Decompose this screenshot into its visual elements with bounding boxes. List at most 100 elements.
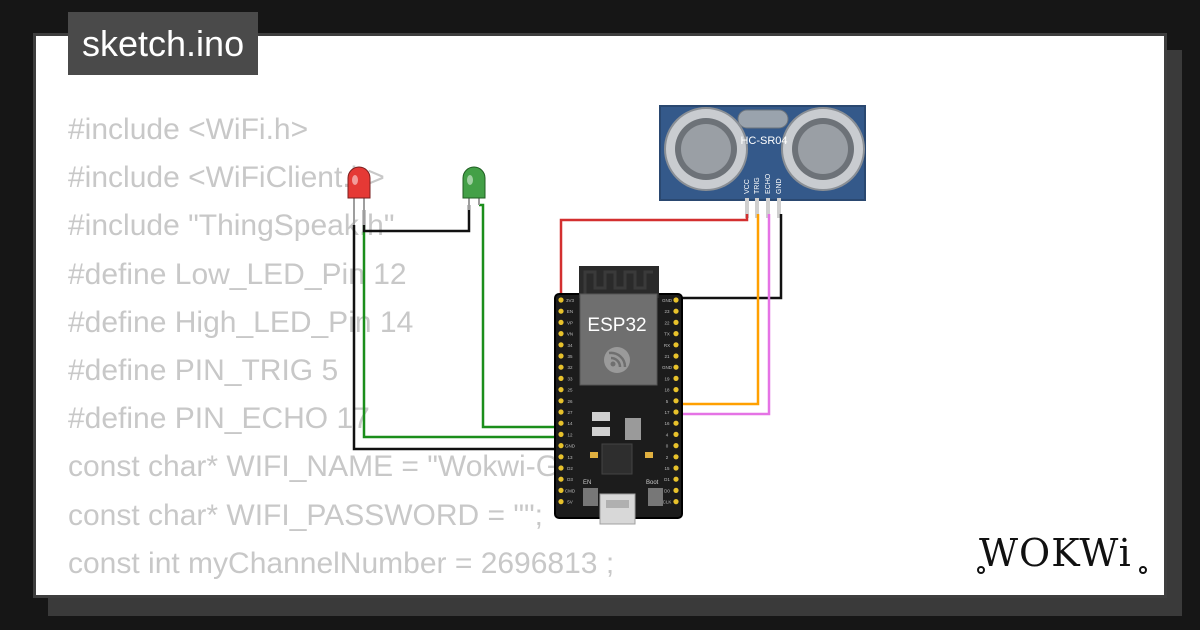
esp32-pin-label: 15: [664, 466, 670, 471]
esp32-pin[interactable]: [673, 387, 679, 393]
sensor-pin-label: VCC: [744, 179, 751, 194]
esp32-pin[interactable]: [673, 364, 679, 370]
esp32-pin-label: 2: [666, 455, 669, 460]
esp32-pin-label: 27: [567, 410, 573, 415]
esp32-pin[interactable]: [673, 331, 679, 337]
esp32-pin[interactable]: [558, 431, 564, 437]
esp32-pin-label: 12: [567, 432, 573, 437]
esp32-pin-label: D3: [567, 477, 573, 482]
esp32-pin-label: 25: [567, 388, 573, 393]
esp32-pin[interactable]: [673, 420, 679, 426]
esp32-pin[interactable]: [673, 353, 679, 359]
esp32-pin[interactable]: [673, 499, 679, 505]
esp32-pin-label: 17: [664, 410, 670, 415]
esp32-pin[interactable]: [558, 353, 564, 359]
sensor-transducer-right: [781, 107, 865, 191]
boot-button[interactable]: Boot: [646, 480, 663, 506]
sensor-transducer-left: [664, 107, 748, 191]
esp32-pin[interactable]: [558, 476, 564, 482]
en-button-label: EN: [583, 480, 591, 486]
esp32-pin-label: CMD: [565, 488, 576, 493]
esp32-pin-label: GND: [565, 444, 576, 449]
led-green[interactable]: [462, 166, 486, 210]
esp32-antenna: [579, 266, 659, 298]
esp32-pin[interactable]: [558, 364, 564, 370]
esp32-pin[interactable]: [558, 297, 564, 303]
code-line: #define High_LED_Pin 14: [68, 305, 414, 339]
esp32-pin[interactable]: [558, 487, 564, 493]
esp32-pin[interactable]: [673, 431, 679, 437]
code-line: #include "ThingSpeak.h": [68, 209, 395, 243]
esp32-pin-label: 21: [664, 354, 670, 359]
esp32-pin-label: GND: [662, 365, 673, 370]
esp32-pin-label: D1: [664, 477, 670, 482]
esp32-pin-label: EN: [567, 309, 573, 314]
esp32-pin[interactable]: [673, 454, 679, 460]
esp32-pin[interactable]: [673, 487, 679, 493]
code-line: #include <WiFi.h>: [68, 113, 309, 146]
esp32-pin[interactable]: [673, 398, 679, 404]
esp32-pin-label: GND: [662, 298, 673, 303]
esp32-pin[interactable]: [558, 398, 564, 404]
esp32-pin-label: 22: [664, 320, 670, 325]
esp32-label: ESP32: [587, 315, 646, 336]
esp32-pin-label: 35: [567, 354, 573, 359]
esp32-pin[interactable]: [558, 319, 564, 325]
esp32-pin[interactable]: [558, 454, 564, 460]
esp32-pin[interactable]: [673, 297, 679, 303]
esp32-pin[interactable]: [673, 308, 679, 314]
wires: [352, 203, 783, 451]
esp32-pin[interactable]: [558, 375, 564, 381]
esp32-pin-label: CLK: [663, 500, 672, 505]
wire-led-ground-bridge: [362, 205, 471, 233]
esp32-pin[interactable]: [673, 476, 679, 482]
esp32-components: [590, 412, 653, 475]
esp32-pin-label: 4: [666, 432, 669, 437]
code-line: const int myChannelNumber = 2696813 ;: [68, 546, 615, 580]
esp32-board[interactable]: ESP32 3V3ENVPVN343532332526271412GND13D2…: [554, 266, 683, 525]
en-button[interactable]: EN: [583, 480, 598, 506]
usb-port: [599, 493, 636, 525]
code-line: const char* WIFI_PASSWORD = "";: [68, 498, 544, 532]
wire-gnd-sensor: [680, 214, 783, 300]
esp32-pin[interactable]: [673, 375, 679, 381]
wire-echo: [680, 214, 771, 416]
espressif-logo-icon: [604, 347, 630, 373]
esp32-pin-label: 32: [567, 365, 573, 370]
esp32-pin-label: 0: [666, 444, 669, 449]
esp32-pin-label: 34: [567, 343, 573, 348]
esp32-pin[interactable]: [558, 308, 564, 314]
esp32-pin-label: 5: [666, 399, 669, 404]
led-red[interactable]: [347, 166, 371, 225]
file-tab[interactable]: sketch.ino: [68, 12, 259, 75]
esp32-pin[interactable]: [673, 443, 679, 449]
esp32-pin[interactable]: [673, 319, 679, 325]
esp32-pin[interactable]: [558, 387, 564, 393]
esp32-pin[interactable]: [673, 409, 679, 415]
esp32-pin[interactable]: [558, 409, 564, 415]
esp32-pin-label: 33: [567, 376, 573, 381]
esp32-pin[interactable]: [673, 342, 679, 348]
wire-trig: [680, 214, 760, 406]
esp32-pin-label: 3V3: [566, 298, 575, 303]
esp32-pin[interactable]: [558, 465, 564, 471]
sensor-pin-label: GND: [776, 178, 783, 194]
sensor-pin-label: ECHO: [765, 173, 772, 194]
esp32-pin-label: TX: [664, 332, 670, 337]
esp32-pin-label: 18: [664, 388, 670, 393]
esp32-pin-label: 19: [664, 376, 670, 381]
esp32-left-pins: 3V3ENVPVN343532332526271412GND13D2D3CMD5…: [558, 297, 576, 505]
esp32-pin-label: D2: [567, 466, 573, 471]
esp32-pin[interactable]: [558, 342, 564, 348]
esp32-pin-label: 23: [664, 309, 670, 314]
esp32-pin[interactable]: [558, 420, 564, 426]
esp32-pin-label: 13: [567, 455, 573, 460]
esp32-pin[interactable]: [673, 465, 679, 471]
esp32-pin[interactable]: [558, 443, 564, 449]
esp32-pin[interactable]: [558, 331, 564, 337]
esp32-pin[interactable]: [558, 499, 564, 505]
